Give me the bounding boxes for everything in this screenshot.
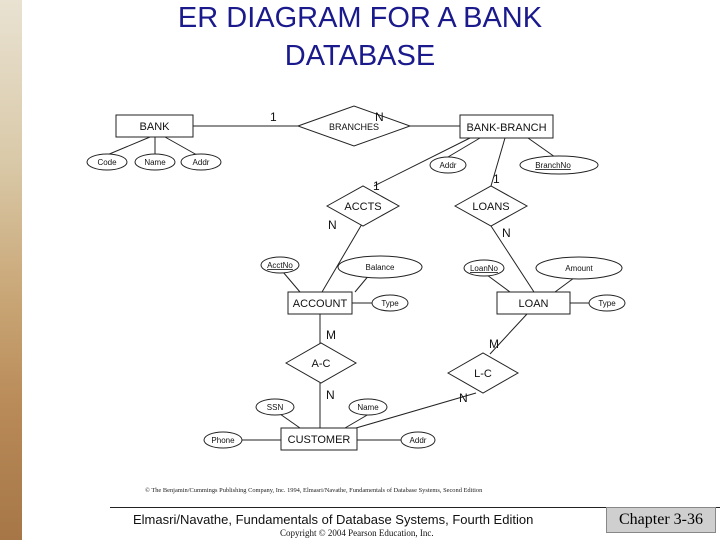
- relationship-accts: ACCTS: [325, 185, 401, 227]
- entity-customer: CUSTOMER: [280, 427, 358, 451]
- relationship-l-c-label: L-C: [474, 368, 492, 380]
- cardinality-ac-customer: N: [326, 388, 335, 402]
- cardinality-accts-account: N: [328, 218, 337, 232]
- relationship-a-c-label: A-C: [312, 358, 331, 370]
- svg-text:AcctNo: AcctNo: [267, 261, 293, 270]
- svg-text:Balance: Balance: [366, 263, 395, 272]
- cardinality-loans-loan: N: [502, 226, 511, 240]
- svg-text:Phone: Phone: [211, 436, 235, 445]
- attribute-customer-addr: Addr: [400, 431, 436, 449]
- attribute-loan-type: Type: [588, 294, 626, 312]
- cardinality-lc-loan: M: [489, 337, 499, 351]
- footer-divider: [110, 507, 720, 508]
- relationship-loans: LOANS: [453, 185, 529, 227]
- entity-account: ACCOUNT: [287, 291, 353, 315]
- relationship-l-c: L-C: [446, 352, 520, 394]
- attribute-bank-addr: Addr: [180, 153, 222, 171]
- entity-bank-label: BANK: [140, 121, 171, 133]
- connector-lines: [106, 125, 590, 441]
- footer-copyright: Copyright © 2004 Pearson Education, Inc.: [280, 528, 434, 538]
- svg-text:LoanNo: LoanNo: [470, 264, 499, 273]
- cardinality-ac-account: M: [326, 328, 336, 342]
- cardinality-lc-customer: N: [459, 391, 468, 405]
- svg-text:SSN: SSN: [267, 403, 284, 412]
- relationship-loans-label: LOANS: [472, 201, 509, 213]
- attribute-balance: Balance: [337, 255, 423, 279]
- svg-text:Addr: Addr: [193, 158, 210, 167]
- relationship-a-c: A-C: [284, 342, 358, 384]
- entity-customer-label: CUSTOMER: [288, 434, 351, 446]
- svg-text:Name: Name: [144, 158, 166, 167]
- attribute-loan-no: LoanNo: [463, 259, 505, 277]
- attribute-account-type: Type: [371, 294, 409, 312]
- decorative-side-strip: [0, 0, 22, 540]
- svg-text:Addr: Addr: [440, 161, 457, 170]
- relationship-branches-label: BRANCHES: [329, 122, 379, 132]
- attribute-ssn: SSN: [255, 398, 295, 416]
- entity-loan: LOAN: [496, 291, 571, 315]
- slide-title-line1: ER DIAGRAM FOR A BANK: [177, 2, 543, 34]
- entity-bank: BANK: [115, 114, 194, 138]
- relationship-branches: BRANCHES: [296, 105, 412, 147]
- cardinality-loans-branch: 1: [493, 172, 500, 186]
- svg-text:Type: Type: [381, 299, 399, 308]
- attribute-acct-no: AcctNo: [260, 256, 300, 274]
- svg-text:Name: Name: [357, 403, 379, 412]
- chapter-badge: Chapter 3-36: [606, 507, 716, 533]
- svg-text:Amount: Amount: [565, 264, 593, 273]
- attribute-phone: Phone: [203, 431, 243, 449]
- footer-book-title: Elmasri/Navathe, Fundamentals of Databas…: [133, 512, 534, 527]
- entity-bank-branch-label: BANK-BRANCH: [466, 122, 546, 134]
- attribute-branch-no: BranchNo: [519, 155, 599, 175]
- cardinality-accts-branch: 1: [373, 179, 380, 193]
- cardinality-branches-branch: N: [375, 110, 384, 124]
- attribute-customer-name: Name: [348, 398, 388, 416]
- attribute-bank-name: Name: [134, 153, 176, 171]
- entity-loan-label: LOAN: [519, 298, 549, 310]
- relationship-accts-label: ACCTS: [344, 201, 381, 213]
- attribute-branch-addr: Addr: [429, 156, 467, 174]
- slide-title-line2: DATABASE: [284, 40, 436, 72]
- svg-text:BranchNo: BranchNo: [535, 161, 571, 170]
- svg-text:Code: Code: [97, 158, 117, 167]
- cardinality-branches-bank: 1: [270, 110, 277, 124]
- entity-bank-branch: BANK-BRANCH: [459, 114, 554, 139]
- attribute-bank-code: Code: [86, 153, 128, 171]
- entity-account-label: ACCOUNT: [293, 298, 348, 310]
- attribute-amount: Amount: [535, 256, 623, 280]
- svg-text:Addr: Addr: [410, 436, 427, 445]
- figure-credit: © The Benjamin/Cummings Publishing Compa…: [145, 487, 483, 494]
- svg-text:Type: Type: [598, 299, 616, 308]
